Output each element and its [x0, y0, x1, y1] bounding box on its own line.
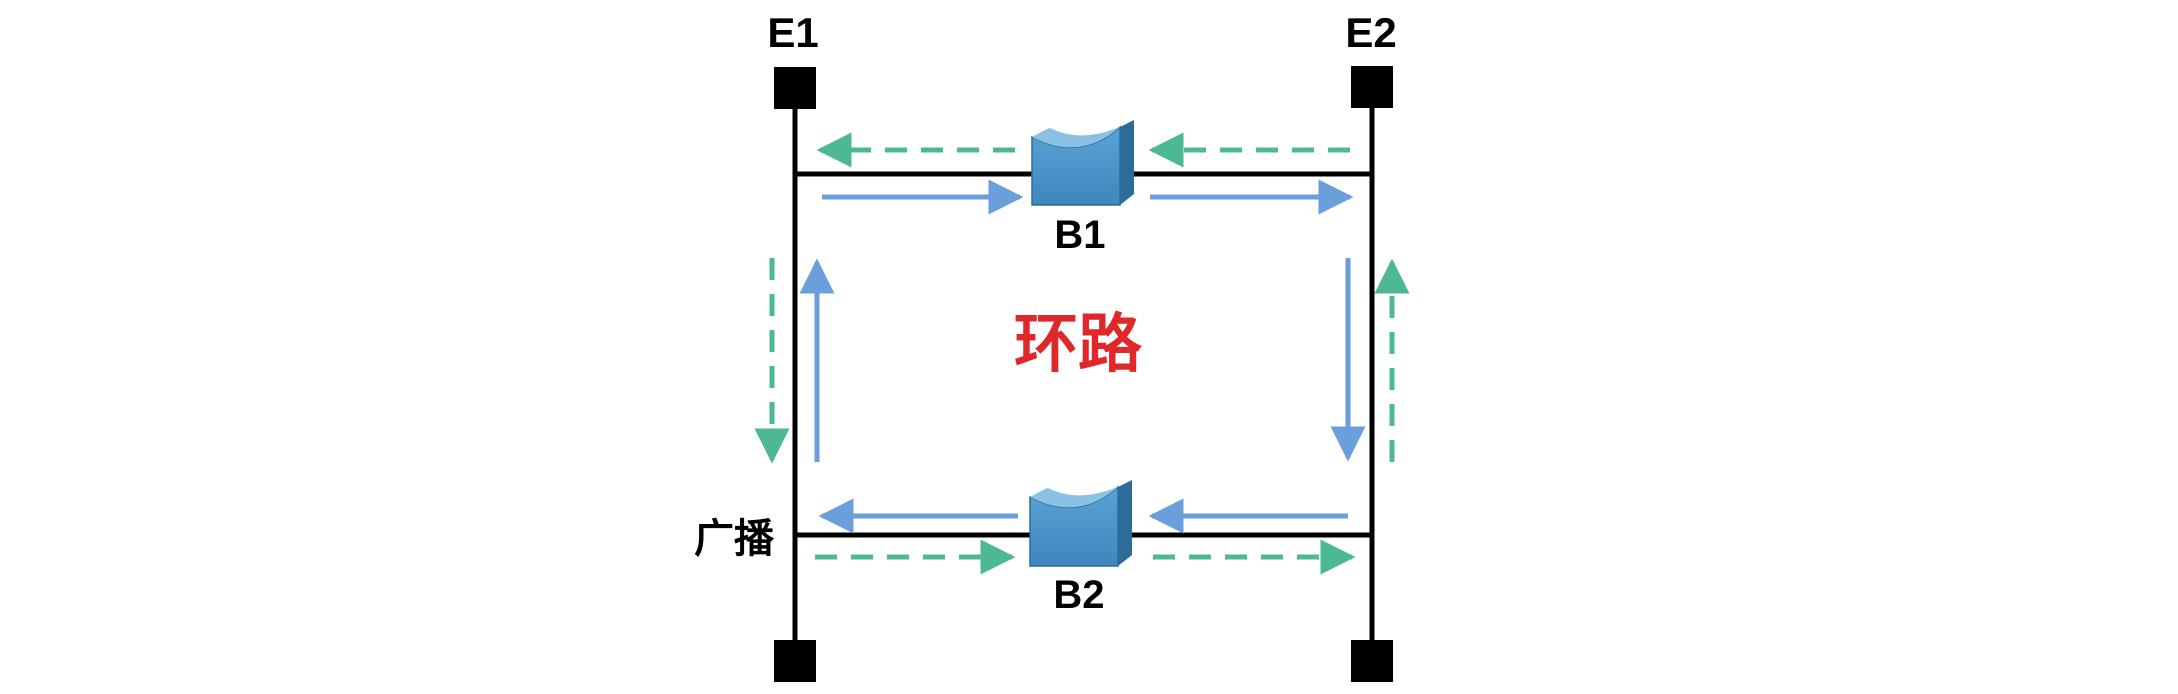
- loop-label: 环路: [1014, 308, 1143, 380]
- endpoint-e1-bottom-square: [774, 640, 816, 682]
- bridge-b1-label: B1: [1054, 213, 1105, 257]
- bridge-b2-icon: [1029, 480, 1132, 567]
- endpoint-e1-top-square: [774, 67, 816, 109]
- broadcast-label: 广播: [694, 517, 775, 561]
- bridge-b1-icon: [1031, 120, 1134, 206]
- bridge-b2-label: B2: [1053, 573, 1104, 617]
- endpoint-e2-top-square: [1351, 66, 1393, 108]
- endpoint-e2-bottom-square: [1351, 640, 1393, 682]
- endpoint-e2-label: E2: [1345, 9, 1396, 56]
- endpoint-e1-label: E1: [767, 9, 818, 56]
